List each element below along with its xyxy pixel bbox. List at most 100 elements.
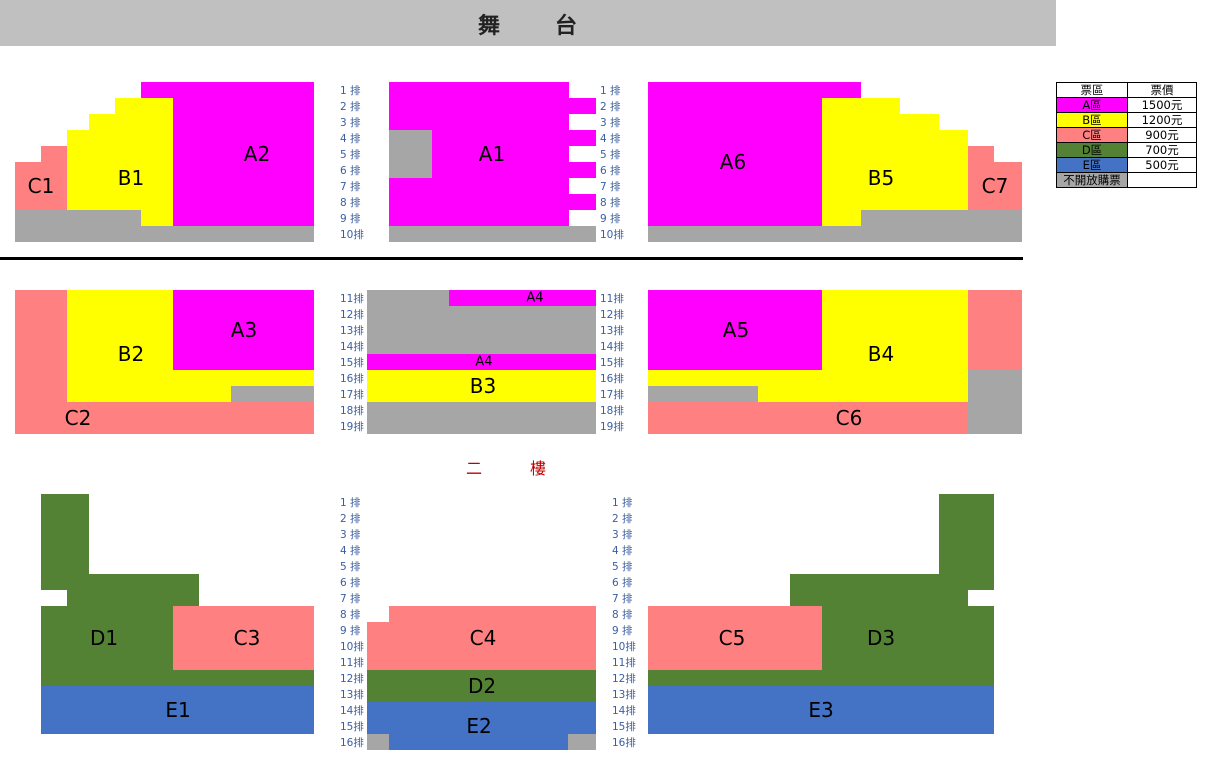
section-label-a4: A4 <box>475 354 493 370</box>
legend-header: 票區 票價 <box>1056 82 1197 98</box>
row-label-right-front: 8 排 <box>600 197 621 209</box>
row-label-right-floor2: 7 排 <box>612 593 633 605</box>
row-label-right-mid: 16排 <box>600 373 624 385</box>
legend-row-d: D區 700元 <box>1056 142 1197 158</box>
row-label-right-mid: 17排 <box>600 389 624 401</box>
row-label-left-front: 7 排 <box>340 181 361 193</box>
row-label-right-front: 5 排 <box>600 149 621 161</box>
stage-label-char-1: 舞 <box>478 14 501 39</box>
row-label-right-floor2: 4 排 <box>612 545 633 557</box>
closed-block-center-floor2 <box>568 734 596 750</box>
section-d3-block <box>648 670 994 686</box>
section-c6-block <box>648 402 968 434</box>
legend-zone-a: A區 <box>1056 97 1128 113</box>
section-a3-block <box>173 290 314 370</box>
row-label-right-mid: 13排 <box>600 325 624 337</box>
legend-row-closed: 不開放購票 <box>1056 172 1197 188</box>
section-label-d2: D2 <box>467 674 497 698</box>
row-label-left-floor2: 7 排 <box>340 593 361 605</box>
legend-row-b: B區 1200元 <box>1056 112 1197 128</box>
section-c2-block <box>15 290 67 434</box>
row-label-left-floor2: 5 排 <box>340 561 361 573</box>
floor2-label-char-1: 二 <box>466 459 483 478</box>
row-label-left-mid: 11排 <box>340 293 364 305</box>
row-label-right-floor2: 13排 <box>612 689 636 701</box>
section-label-c5: C5 <box>718 626 746 650</box>
row-label-right-mid: 12排 <box>600 309 624 321</box>
row-label-left-floor2: 3 排 <box>340 529 361 541</box>
row-label-left-floor2: 8 排 <box>340 609 361 621</box>
section-b5-block <box>822 98 861 226</box>
closed-block-center-mid <box>367 306 596 354</box>
row-label-right-mid: 15排 <box>600 357 624 369</box>
row-label-left-front: 1 排 <box>340 85 361 97</box>
section-e2-block <box>389 734 568 750</box>
section-b4-block <box>648 370 968 386</box>
section-a2-block <box>173 98 314 226</box>
closed-block-center-front <box>389 130 432 178</box>
section-d1-block <box>41 606 173 670</box>
price-legend: 票區 票價 A區 1500元 B區 1200元 C區 900元 D區 700元 … <box>1056 82 1197 188</box>
row-label-right-floor2: 15排 <box>612 721 636 733</box>
section-b5-block <box>861 98 900 210</box>
row-label-left-front: 2 排 <box>340 101 361 113</box>
row-label-left-front: 8 排 <box>340 197 361 209</box>
section-c6-block <box>968 290 1022 370</box>
section-a2-block <box>141 82 314 98</box>
section-e1-block <box>41 686 314 734</box>
row-label-right-floor2: 9 排 <box>612 625 633 637</box>
closed-block-center-mid <box>367 402 596 434</box>
section-c7-block <box>994 162 1022 210</box>
section-b1-block <box>115 98 141 210</box>
legend-price-d: 700元 <box>1127 142 1197 158</box>
legend-header-price: 票價 <box>1127 82 1197 98</box>
legend-price-e: 500元 <box>1127 157 1197 173</box>
legend-row-a: A區 1500元 <box>1056 97 1197 113</box>
row-label-left-front: 5 排 <box>340 149 361 161</box>
section-a6-block <box>648 98 822 226</box>
row-label-left-floor2: 6 排 <box>340 577 361 589</box>
section-label-c1: C1 <box>27 174 55 198</box>
section-b5-block <box>900 114 939 210</box>
row-label-left-front: 3 排 <box>340 117 361 129</box>
section-d1-block <box>67 574 199 606</box>
legend-price-c: 900元 <box>1127 127 1197 143</box>
section-label-a3: A3 <box>230 318 258 342</box>
row-label-right-floor2: 1 排 <box>612 497 633 509</box>
section-label-a6: A6 <box>719 150 747 174</box>
legend-zone-b: B區 <box>1056 112 1128 128</box>
section-label-b4: B4 <box>867 342 895 366</box>
row-label-left-floor2: 14排 <box>340 705 364 717</box>
section-c1-block <box>15 162 41 210</box>
section-label-a1: A1 <box>478 142 506 166</box>
row-label-left-mid: 16排 <box>340 373 364 385</box>
closed-block-center-floor2 <box>367 734 389 750</box>
row-label-left-floor2: 16排 <box>340 737 364 749</box>
legend-zone-c: C區 <box>1056 127 1128 143</box>
section-d3-block <box>822 606 994 670</box>
row-label-right-floor2: 6 排 <box>612 577 633 589</box>
section-e3-block <box>648 686 994 734</box>
legend-row-c: C區 900元 <box>1056 127 1197 143</box>
row-label-right-front: 4 排 <box>600 133 621 145</box>
row-label-right-floor2: 2 排 <box>612 513 633 525</box>
row-label-left-front: 6 排 <box>340 165 361 177</box>
legend-price-b: 1200元 <box>1127 112 1197 128</box>
row-label-left-floor2: 12排 <box>340 673 364 685</box>
section-c4-block <box>367 622 596 670</box>
section-label-e3: E3 <box>808 698 834 722</box>
section-label-c6: C6 <box>835 406 863 430</box>
row-label-left-mid: 19排 <box>340 421 364 433</box>
section-label-e2: E2 <box>466 714 492 738</box>
section-c3-block <box>173 606 314 670</box>
section-label-c3: C3 <box>233 626 261 650</box>
section-label-c2: C2 <box>64 406 92 430</box>
row-label-right-floor2: 16排 <box>612 737 636 749</box>
section-label-c4: C4 <box>469 626 497 650</box>
section-b3-block <box>367 370 596 402</box>
section-label-b5: B5 <box>867 166 895 190</box>
section-b5-block <box>939 130 968 210</box>
section-d3-block <box>790 574 968 606</box>
row-label-right-floor2: 3 排 <box>612 529 633 541</box>
